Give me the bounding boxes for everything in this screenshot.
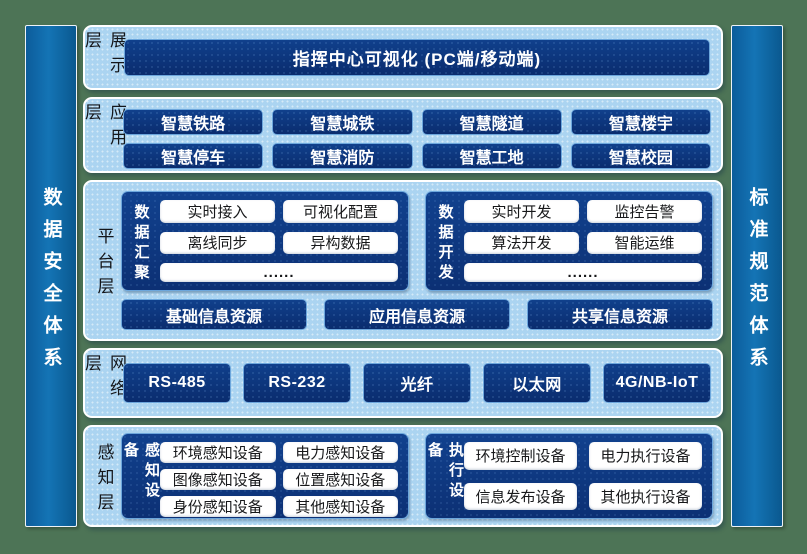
data-aggregation-group: 数据汇聚 实时接入 可视化配置 离线同步 异构数据 ...... bbox=[121, 191, 409, 291]
actuation-devices-label-wrap: 执行设备 bbox=[426, 442, 464, 510]
platform-groups-row: 数据汇聚 实时接入 可视化配置 离线同步 异构数据 ...... 数据开发 bbox=[121, 191, 713, 291]
pill-other-actuation: 其他执行设备 bbox=[589, 482, 702, 510]
actuation-devices-title: 执行设备 bbox=[426, 442, 464, 502]
resource-basic-info: 基础信息资源 bbox=[121, 299, 307, 330]
standards-sidebar: 标准规范体系 bbox=[731, 25, 783, 527]
layer-display-label-wrap: 展示层 bbox=[82, 31, 126, 84]
app-box-smart-metro: 智慧城铁 bbox=[272, 109, 413, 135]
net-box-fiber: 光纤 bbox=[363, 363, 471, 403]
layer-perception-label: 感知层 bbox=[94, 442, 114, 518]
pill-env-sensing: 环境感知设备 bbox=[160, 442, 276, 463]
pill-info-publishing: 信息发布设备 bbox=[464, 482, 577, 510]
resource-application-info: 应用信息资源 bbox=[324, 299, 510, 330]
layer-perception-body: 感知设备 环境感知设备 电力感知设备 图像感知设备 位置感知设备 身份感知设备 … bbox=[121, 431, 713, 521]
sensing-devices-grid: 环境感知设备 电力感知设备 图像感知设备 位置感知设备 身份感知设备 其他感知设… bbox=[160, 442, 398, 517]
layer-platform-label-wrap: 平台层 bbox=[87, 186, 121, 335]
app-box-smart-building: 智慧楼宇 bbox=[570, 109, 711, 135]
pill-power-sensing: 电力感知设备 bbox=[282, 442, 398, 463]
pill-power-actuation: 电力执行设备 bbox=[589, 442, 702, 470]
layer-network: 网络层 RS-485 RS-232 光纤 以太网 4G/NB-IoT bbox=[82, 348, 723, 418]
layer-perception-label-wrap: 感知层 bbox=[87, 431, 121, 521]
layer-network-label-wrap: 网络层 bbox=[82, 354, 126, 412]
layer-application: 应用层 智慧铁路 智慧城铁 智慧隧道 智慧楼宇 智慧停车 智慧消防 智慧工地 智… bbox=[82, 97, 723, 173]
pill-location-sensing: 位置感知设备 bbox=[282, 469, 398, 490]
pill-heterogeneous-data: 异构数据 bbox=[283, 231, 398, 255]
layer-display-label: 展示层 bbox=[82, 31, 126, 81]
data-development-title: 数据开发 bbox=[436, 203, 454, 284]
pill-realtime-dev: 实时开发 bbox=[464, 200, 579, 223]
layer-display: 展示层 指挥中心可视化 (PC端/移动端) bbox=[82, 25, 723, 90]
layer-application-body: 智慧铁路 智慧城铁 智慧隧道 智慧楼宇 智慧停车 智慧消防 智慧工地 智慧校园 bbox=[121, 103, 713, 169]
platform-resources-row: 基础信息资源 应用信息资源 共享信息资源 bbox=[121, 299, 713, 330]
data-security-sidebar-label: 数据安全体系 bbox=[40, 186, 62, 379]
pill-monitoring-alert: 监控告警 bbox=[587, 200, 702, 223]
pill-development-more: ...... bbox=[464, 263, 702, 282]
actuation-devices-grid: 环境控制设备 电力执行设备 信息发布设备 其他执行设备 bbox=[464, 442, 702, 510]
sensing-devices-title: 感知设备 bbox=[122, 442, 160, 502]
pill-algorithm-dev: 算法开发 bbox=[464, 231, 579, 255]
app-box-smart-campus: 智慧校园 bbox=[570, 143, 711, 169]
layer-network-body: RS-485 RS-232 光纤 以太网 4G/NB-IoT bbox=[121, 354, 713, 412]
sensing-devices-group: 感知设备 环境感知设备 电力感知设备 图像感知设备 位置感知设备 身份感知设备 … bbox=[121, 433, 409, 519]
pill-aggregation-more: ...... bbox=[160, 263, 398, 282]
app-box-smart-firefighting: 智慧消防 bbox=[272, 143, 413, 169]
app-box-smart-railway: 智慧铁路 bbox=[123, 109, 264, 135]
layer-application-label-wrap: 应用层 bbox=[82, 103, 126, 167]
actuation-devices-group: 执行设备 环境控制设备 电力执行设备 信息发布设备 其他执行设备 bbox=[425, 433, 713, 519]
data-aggregation-label-wrap: 数据汇聚 bbox=[129, 200, 153, 284]
data-aggregation-title: 数据汇聚 bbox=[132, 203, 150, 284]
net-box-rs232: RS-232 bbox=[243, 363, 351, 403]
layers-column: 展示层 指挥中心可视化 (PC端/移动端) 应用层 智慧铁路 智慧城铁 智慧隧道… bbox=[82, 25, 723, 527]
net-box-4g-nb-iot: 4G/NB-IoT bbox=[603, 363, 711, 403]
pill-realtime-access: 实时接入 bbox=[160, 200, 275, 223]
pill-visual-config: 可视化配置 bbox=[283, 200, 398, 223]
layer-platform: 平台层 数据汇聚 实时接入 可视化配置 离线同步 异构数据 ...... bbox=[83, 180, 723, 341]
app-box-smart-parking: 智慧停车 bbox=[123, 143, 264, 169]
data-aggregation-grid: 实时接入 可视化配置 离线同步 异构数据 ...... bbox=[160, 200, 398, 282]
standards-sidebar-label: 标准规范体系 bbox=[746, 186, 768, 379]
layer-display-body: 指挥中心可视化 (PC端/移动端) bbox=[121, 31, 713, 84]
app-box-smart-worksite: 智慧工地 bbox=[421, 143, 562, 169]
pill-offline-sync: 离线同步 bbox=[160, 231, 275, 255]
data-development-group: 数据开发 实时开发 监控告警 算法开发 智能运维 ...... bbox=[425, 191, 713, 291]
layer-platform-label: 平台层 bbox=[94, 227, 114, 302]
resource-shared-info: 共享信息资源 bbox=[527, 299, 713, 330]
command-center-visualization-box: 指挥中心可视化 (PC端/移动端) bbox=[124, 39, 710, 76]
layer-application-label: 应用层 bbox=[82, 103, 126, 153]
data-security-sidebar: 数据安全体系 bbox=[25, 25, 77, 527]
sensing-devices-label-wrap: 感知设备 bbox=[122, 442, 160, 510]
app-box-smart-tunnel: 智慧隧道 bbox=[421, 109, 562, 135]
pill-image-sensing: 图像感知设备 bbox=[160, 469, 276, 490]
data-development-grid: 实时开发 监控告警 算法开发 智能运维 ...... bbox=[464, 200, 702, 282]
pill-other-sensing: 其他感知设备 bbox=[282, 496, 398, 517]
data-development-label-wrap: 数据开发 bbox=[433, 200, 457, 284]
pill-identity-sensing: 身份感知设备 bbox=[160, 496, 276, 517]
net-box-ethernet: 以太网 bbox=[483, 363, 591, 403]
pill-env-control: 环境控制设备 bbox=[464, 442, 577, 470]
layer-network-label: 网络层 bbox=[82, 354, 126, 404]
layer-platform-body: 数据汇聚 实时接入 可视化配置 离线同步 异构数据 ...... 数据开发 bbox=[121, 186, 713, 335]
layer-perception: 感知层 感知设备 环境感知设备 电力感知设备 图像感知设备 位置感知设备 身份感… bbox=[83, 425, 723, 527]
pill-intelligent-ops: 智能运维 bbox=[587, 231, 702, 255]
net-box-rs485: RS-485 bbox=[123, 363, 231, 403]
